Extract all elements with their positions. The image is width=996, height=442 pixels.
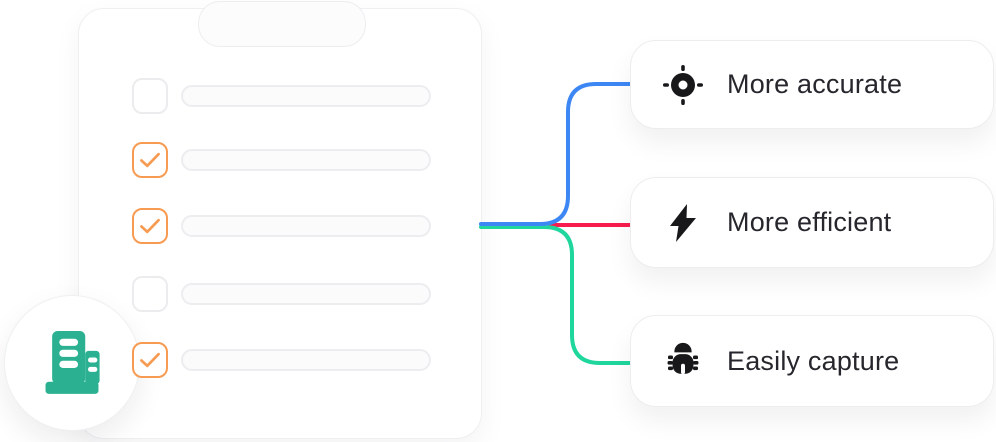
clipboard-clip [198, 1, 366, 47]
placeholder-line [181, 85, 431, 107]
feature-label: More efficient [727, 207, 892, 237]
checkbox[interactable] [132, 342, 168, 378]
building-icon [45, 331, 100, 394]
feature-card-more-efficient: More efficient [630, 177, 994, 268]
checkmark-icon [140, 218, 160, 234]
connector-blue [479, 82, 635, 226]
placeholder-line [181, 283, 431, 305]
checkmark-icon [140, 352, 160, 368]
placeholder-line [181, 349, 431, 371]
target-icon [663, 64, 703, 105]
connector-green [479, 225, 635, 365]
checkmark-icon [140, 152, 160, 168]
feature-card-easily-capture: Easily capture [630, 315, 994, 407]
bug-icon [667, 342, 699, 375]
checkbox[interactable] [132, 276, 168, 312]
feature-card-more-accurate: More accurate [630, 40, 994, 129]
feature-label: Easily capture [727, 345, 900, 376]
lightning-icon [670, 203, 696, 242]
placeholder-line [181, 149, 431, 171]
checklist-row [132, 78, 431, 114]
checkbox[interactable] [132, 142, 168, 178]
feature-label: More accurate [727, 69, 903, 99]
checklist-row [132, 342, 431, 378]
checkbox[interactable] [132, 208, 168, 244]
checklist-row [132, 208, 431, 244]
placeholder-line [181, 215, 431, 237]
checklist-row [132, 276, 431, 312]
clipboard-card [78, 1, 482, 439]
checklist-row [132, 142, 431, 178]
checkbox[interactable] [132, 78, 168, 114]
badge-circle [4, 295, 140, 431]
